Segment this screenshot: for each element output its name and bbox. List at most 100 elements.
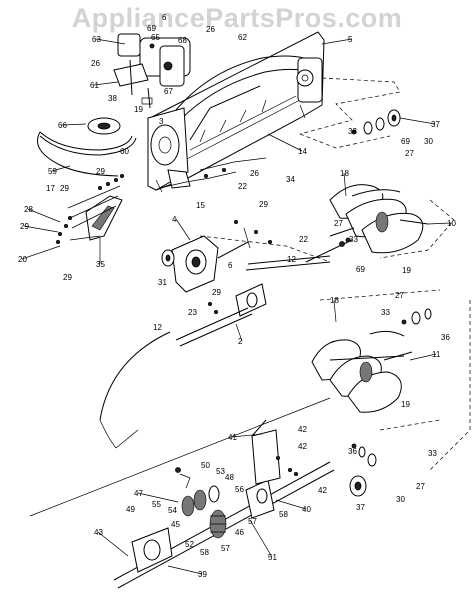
callout-69: 69 [147, 24, 156, 33]
callout-29: 29 [96, 167, 105, 176]
callout-47: 47 [134, 489, 143, 498]
callout-29: 29 [259, 200, 268, 209]
callout-48: 48 [225, 473, 234, 482]
callout-62: 62 [238, 33, 247, 42]
callout-26: 26 [91, 59, 100, 68]
callout-23: 23 [188, 308, 197, 317]
callout-12: 12 [153, 323, 162, 332]
callout-50: 50 [201, 461, 210, 470]
callout-52: 52 [185, 540, 194, 549]
callout-57: 57 [248, 517, 257, 526]
callout-6: 6 [228, 261, 233, 270]
callout-leader-47 [137, 492, 179, 503]
callout-leader-41 [231, 433, 263, 438]
callout-67: 67 [164, 87, 173, 96]
callout-28: 28 [24, 205, 33, 214]
callout-56: 56 [235, 485, 244, 494]
callout-3: 3 [159, 117, 164, 126]
callout-17: 17 [46, 184, 55, 193]
callout-26: 26 [250, 169, 259, 178]
auger-lower [311, 330, 413, 413]
callout-29: 29 [20, 222, 29, 231]
callout-leader-37 [399, 117, 436, 125]
callout-leader-18 [333, 299, 337, 323]
callout-30: 30 [424, 137, 433, 146]
drive-cable [29, 331, 331, 517]
callout-12: 12 [287, 255, 296, 264]
callout-leader-5 [321, 38, 353, 45]
callout-33: 33 [381, 308, 390, 317]
callout-36: 36 [441, 333, 450, 342]
callout-40: 40 [302, 505, 311, 514]
callout-51: 51 [268, 553, 277, 562]
callout-4: 4 [172, 215, 177, 224]
callout-30: 30 [396, 495, 405, 504]
callout-45: 45 [171, 520, 180, 529]
callout-42: 42 [298, 442, 307, 451]
left-side-plate [56, 173, 125, 244]
callout-27: 27 [334, 219, 343, 228]
callout-55: 55 [152, 500, 161, 509]
callout-leader-4 [175, 218, 191, 241]
pulley-belt [37, 117, 137, 177]
callout-68: 68 [178, 36, 187, 45]
callout-66: 66 [58, 121, 67, 130]
callout-61: 61 [90, 81, 99, 90]
callout-14: 14 [298, 147, 307, 156]
callout-leader-11 [409, 353, 437, 361]
callout-58: 58 [279, 510, 288, 519]
callout-leader-40 [275, 499, 307, 510]
callout-33: 33 [428, 449, 437, 458]
callout-27: 27 [395, 291, 404, 300]
callout-59: 59 [48, 167, 57, 176]
callout-29: 29 [60, 184, 69, 193]
callout-41: 41 [228, 433, 237, 442]
callout-35: 35 [96, 260, 105, 269]
callout-leader-28 [27, 208, 61, 223]
callout-27: 27 [416, 482, 425, 491]
callout-37: 37 [356, 503, 365, 512]
callout-54: 54 [168, 506, 177, 515]
hub-parts [349, 109, 432, 497]
callout-43: 43 [94, 528, 103, 537]
callout-29: 29 [212, 288, 221, 297]
callout-leader-59 [51, 165, 71, 172]
callout-26: 26 [206, 25, 215, 34]
auger-housing [147, 31, 325, 191]
auger-upper [305, 184, 429, 263]
callout-leader-63 [95, 38, 126, 45]
callout-34: 34 [286, 175, 295, 184]
callout-58: 58 [200, 548, 209, 557]
callout-38: 38 [108, 94, 117, 103]
callout-63: 63 [92, 35, 101, 44]
callout-18: 18 [330, 296, 339, 305]
lower-shaft-assembly [113, 419, 335, 589]
callout-5: 5 [348, 35, 353, 44]
watermark-logo: AppliancePartsPros.com [71, 3, 403, 33]
callout-65: 65 [151, 33, 160, 42]
callout-leader-2 [235, 323, 243, 342]
callout-20: 20 [18, 255, 27, 264]
callout-19: 19 [401, 400, 410, 409]
callout-leader-18 [343, 172, 347, 197]
callout-leader-33 [351, 130, 357, 133]
callout-33: 33 [348, 127, 357, 136]
callout-leader-14 [267, 133, 303, 152]
callout-60: 60 [120, 147, 129, 156]
callout-53: 53 [216, 467, 225, 476]
callout-leader-39 [167, 565, 203, 575]
callout-leader-10 [427, 222, 452, 225]
callout-42: 42 [318, 486, 327, 495]
callout-19: 19 [134, 105, 143, 114]
callout-39: 39 [198, 570, 207, 579]
gearbox [161, 219, 331, 347]
callout-36: 36 [348, 447, 357, 456]
dashed-outlines [199, 77, 471, 471]
callout-18: 18 [340, 169, 349, 178]
callout-11: 11 [432, 350, 441, 359]
callout-69: 69 [356, 265, 365, 274]
callout-42: 42 [298, 425, 307, 434]
callout-49: 49 [126, 505, 135, 514]
callout-69: 69 [401, 137, 410, 146]
